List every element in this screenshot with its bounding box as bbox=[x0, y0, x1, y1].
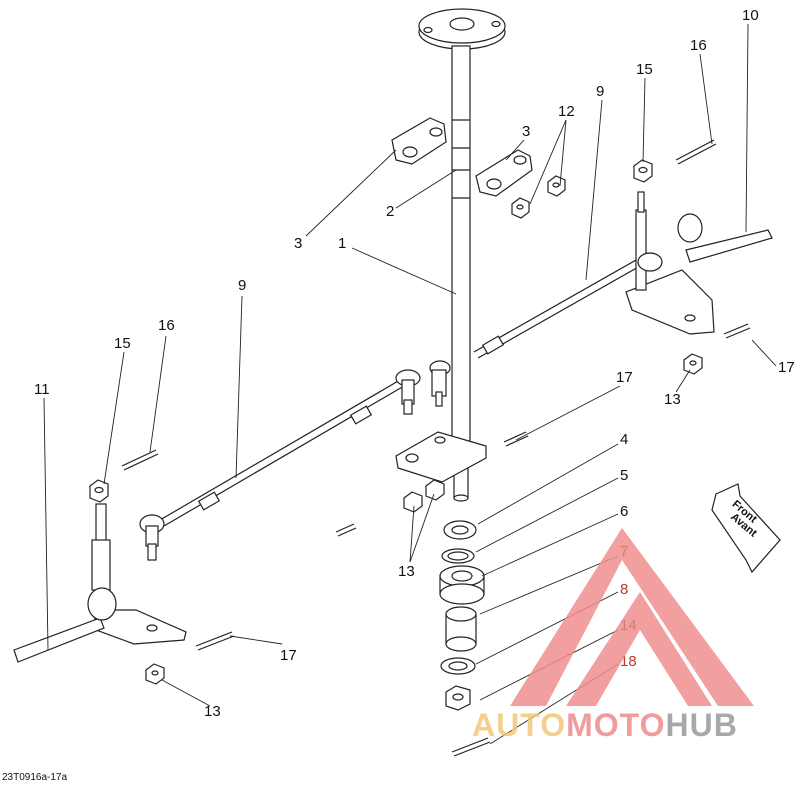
callout-15: 15 bbox=[636, 61, 653, 78]
callout-3: 3 bbox=[522, 123, 530, 140]
watermark-hub: HUB bbox=[665, 707, 737, 743]
callout-9: 9 bbox=[596, 83, 604, 100]
callout-13: 13 bbox=[204, 703, 221, 720]
callout-17: 17 bbox=[280, 647, 297, 664]
svg-text:AUTOMOTOHUB: AUTOMOTOHUB bbox=[472, 707, 738, 743]
callout-4: 4 bbox=[620, 431, 628, 448]
direction-arrow: Front Avant bbox=[711, 483, 781, 574]
cotter-pin-left bbox=[121, 449, 157, 467]
callout-13: 13 bbox=[664, 391, 681, 408]
watermark-auto: AUTO bbox=[472, 707, 566, 743]
cotter-pin-right bbox=[675, 139, 715, 161]
callouts: 10 16 15 9 12 3 2 3 1 9 16 15 11 17 13 1… bbox=[34, 7, 795, 720]
callout-5: 5 bbox=[620, 467, 628, 484]
spindle-right bbox=[625, 191, 773, 335]
callout-8: 8 bbox=[620, 581, 628, 598]
spindle-left bbox=[13, 503, 187, 663]
callout-6: 6 bbox=[620, 503, 628, 520]
callout-2: 2 bbox=[386, 203, 394, 220]
nuts-13 bbox=[145, 353, 703, 685]
cotter-pin-17b bbox=[335, 523, 355, 533]
cotter-pin-17d bbox=[723, 323, 749, 335]
figure-id: 23T0916a-17a bbox=[2, 772, 67, 783]
bearing-clamp bbox=[475, 149, 533, 197]
watermark-moto: MOTO bbox=[566, 707, 665, 743]
callout-13: 13 bbox=[398, 563, 415, 580]
callout-16: 16 bbox=[690, 37, 707, 54]
steering-column bbox=[418, 8, 506, 502]
callout-10: 10 bbox=[742, 7, 759, 24]
tie-rod-right bbox=[429, 259, 641, 407]
cotter-pin-18 bbox=[451, 737, 489, 753]
cotter-pin-17c bbox=[503, 431, 527, 443]
callout-12: 12 bbox=[558, 103, 575, 120]
watermark-logo: AUTOMOTOHUB bbox=[472, 528, 754, 743]
callout-16: 16 bbox=[158, 317, 175, 334]
callout-15: 15 bbox=[114, 335, 131, 352]
callout-9: 9 bbox=[238, 277, 246, 294]
callout-3: 3 bbox=[294, 235, 302, 252]
upper-bracket bbox=[391, 117, 447, 165]
callout-11: 11 bbox=[34, 381, 50, 398]
watermark-triangle-outer bbox=[510, 528, 754, 706]
callout-17: 17 bbox=[778, 359, 795, 376]
cotter-pin-17a bbox=[195, 631, 233, 647]
callout-1: 1 bbox=[338, 235, 346, 252]
tie-rod-left bbox=[139, 369, 421, 561]
pitman-arm bbox=[395, 431, 487, 483]
bushing-stack bbox=[439, 520, 485, 711]
watermark-triangle-inner bbox=[566, 592, 712, 706]
clamp-nuts bbox=[511, 175, 566, 219]
callout-17: 17 bbox=[616, 369, 633, 386]
castle-nut-left bbox=[89, 479, 109, 503]
castle-nut-right bbox=[633, 159, 653, 183]
